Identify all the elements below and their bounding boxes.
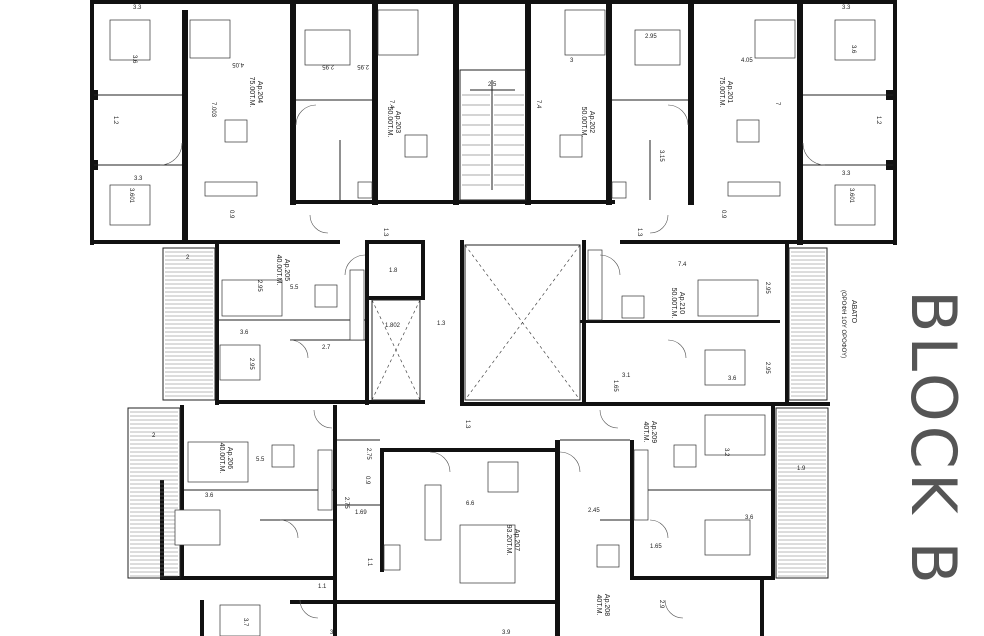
dim-label: 7.4 — [535, 100, 541, 109]
apartment-label-ap210: Ap.21050.00T.M. — [670, 288, 685, 319]
dim-label: 3 — [330, 630, 334, 636]
dim-label: 2.5 — [488, 82, 497, 88]
apartment-label-ap207: Ap.20793.20T.M. — [505, 525, 520, 556]
dim-label: 0.9 — [228, 210, 234, 219]
dim-label: 1.3 — [464, 420, 470, 429]
dim-label: 2.75 — [365, 448, 371, 460]
apartment-label-ap201: Ap.20175.00T.M. — [718, 77, 733, 108]
abato-note: ABATO (ΟΡΟΦΗ 1ΟΥ ΟΡΟΦΟΥ) — [840, 290, 857, 358]
dim-label: 3.6 — [205, 493, 214, 499]
dim-label: 5.5 — [290, 285, 299, 291]
dim-label: 2.75 — [343, 497, 349, 509]
apartment-label-ap203: Ap.20350.00T.M. — [386, 107, 401, 138]
dim-label: 3.601 — [128, 188, 134, 204]
dim-label: 3.15 — [658, 150, 664, 162]
dim-label: 3.3 — [134, 176, 143, 182]
dim-label: 4.05 — [741, 58, 753, 64]
dim-label: 2.95 — [764, 362, 770, 374]
dim-label: 3 — [570, 58, 574, 64]
dim-label: 2.95 — [248, 358, 254, 370]
dim-label: 1.3 — [437, 321, 446, 327]
abato-title: ABATO — [850, 300, 857, 324]
dim-label: 1.2 — [875, 116, 881, 125]
dim-label: 1.2 — [112, 116, 118, 125]
dim-label: 3.3 — [133, 5, 142, 11]
dim-label: 2.95 — [764, 282, 770, 294]
dim-label: 1.1 — [366, 558, 372, 567]
dim-label: 7 — [774, 102, 780, 106]
dim-label: 3.601 — [848, 188, 854, 204]
balconies — [127, 247, 829, 579]
dim-label: 7.4 — [678, 262, 687, 268]
dim-label: 3.9 — [502, 630, 511, 636]
dim-label: 2 — [152, 433, 156, 439]
dim-label: 3.6 — [850, 45, 856, 54]
apartment-label-ap202: Ap.20250.00T.M. — [580, 107, 595, 138]
apartment-label-ap204: Ap.20475.00T.M. — [248, 77, 263, 108]
dim-label: 3.2 — [723, 448, 729, 457]
dim-label: 2 — [186, 255, 190, 261]
door-swings — [159, 104, 826, 619]
furniture — [109, 9, 876, 636]
dimension-labels: 3.3 3.3 3.3 3.3 3.6 3.6 3.601 3.601 4.05… — [112, 5, 881, 636]
dim-label: 3.1 — [622, 373, 631, 379]
dim-label: 2.9 — [658, 600, 664, 609]
dim-label: 2.95 — [357, 63, 369, 69]
dim-label: 1.1 — [318, 584, 327, 590]
apartment-label-ap209: Ap.20940T.M. — [642, 421, 657, 443]
dim-label: 0.9 — [720, 210, 726, 219]
dim-label: 3.7 — [242, 618, 248, 627]
dim-label: 2.7 — [322, 345, 331, 351]
staircase — [459, 69, 527, 201]
dim-label: 2.95 — [322, 63, 334, 69]
dim-label: 0.9 — [364, 476, 370, 485]
dim-label: 1.9 — [797, 466, 806, 472]
dim-label: 1.3 — [382, 228, 388, 237]
dim-label: 3.3 — [842, 171, 851, 177]
dim-label: 1.802 — [385, 323, 401, 329]
dim-label: 7.003 — [210, 102, 216, 118]
abato-subtitle: (ΟΡΟΦΗ 1ΟΥ ΟΡΟΦΟΥ) — [840, 290, 846, 358]
dim-label: 4.05 — [232, 61, 244, 67]
dim-label: 2.45 — [588, 508, 600, 514]
dim-label: 1.8 — [389, 268, 398, 274]
dim-label: 5.5 — [256, 457, 265, 463]
dim-label: 6.6 — [466, 501, 475, 507]
dim-label: 2.95 — [645, 34, 657, 40]
dim-label: 3.3 — [842, 5, 851, 11]
dim-label: 3.6 — [728, 376, 737, 382]
dim-label: 1.65 — [612, 380, 618, 392]
dim-label: 1.69 — [355, 510, 367, 516]
dim-label: 1.3 — [636, 228, 642, 237]
apartment-label-ap205: Ap.20540.00T.M. — [275, 255, 290, 286]
block-title: BLOCK B — [897, 290, 970, 588]
apartment-label-ap208: Ap.20840T.M. — [595, 594, 610, 616]
voids — [371, 244, 581, 401]
partitions — [94, 94, 893, 521]
dim-label: 1.65 — [650, 544, 662, 550]
apartment-label-ap206: Ap.20640.00T.M. — [218, 443, 233, 474]
dim-label: 3.6 — [131, 55, 137, 64]
dim-label: 3.6 — [240, 330, 249, 336]
dim-label: 2.95 — [256, 280, 262, 292]
dim-label: 7.4 — [388, 100, 394, 109]
dim-label: 3.6 — [745, 515, 754, 521]
apartment-labels: Ap.20475.00T.M. Ap.20350.00T.M. Ap.20250… — [218, 77, 733, 617]
